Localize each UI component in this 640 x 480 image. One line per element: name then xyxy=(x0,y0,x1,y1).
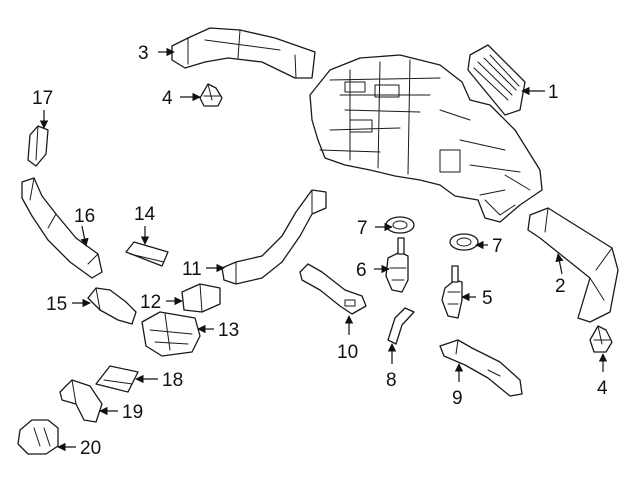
callout-13: 13 xyxy=(218,320,239,341)
callout-2: 2 xyxy=(555,276,566,297)
hvac-housing xyxy=(309,54,543,223)
part-7-clamp-upper xyxy=(385,216,415,234)
part-6-actuator xyxy=(385,237,409,293)
part-12-duct xyxy=(181,283,221,313)
part-17-duct xyxy=(27,125,49,167)
callout-9: 9 xyxy=(452,388,463,409)
callout-12: 12 xyxy=(140,292,161,313)
callout-7: 7 xyxy=(492,236,503,257)
part-10-duct xyxy=(299,263,367,315)
callout-14: 14 xyxy=(134,204,156,225)
part-4-clip-right xyxy=(589,325,613,353)
part-20-cap xyxy=(17,419,59,455)
part-15-duct xyxy=(87,287,137,325)
callout-8: 8 xyxy=(386,370,397,391)
callout-11: 11 xyxy=(182,259,202,280)
callout-18: 18 xyxy=(162,370,183,391)
part-14-pad xyxy=(125,241,169,267)
part-18-pad xyxy=(95,365,139,393)
callout-20: 20 xyxy=(80,438,101,459)
part-3-duct xyxy=(171,27,316,79)
callout-15: 15 xyxy=(46,294,67,315)
callout-10: 10 xyxy=(337,342,358,363)
part-7-clamp-lower xyxy=(449,233,479,251)
callout-1: 1 xyxy=(548,82,559,103)
callout-16: 16 xyxy=(74,206,95,227)
part-8-bracket xyxy=(387,307,415,345)
part-4-clip-left xyxy=(199,83,223,107)
callout-4: 4 xyxy=(162,88,173,109)
callout-4: 4 xyxy=(597,378,608,399)
callout-3: 3 xyxy=(138,43,149,64)
part-11-duct xyxy=(221,189,327,285)
part-19-bracket xyxy=(59,379,103,423)
callout-6: 6 xyxy=(356,260,367,281)
part-5-actuator xyxy=(441,265,463,319)
callout-17: 17 xyxy=(32,88,53,109)
part-9-duct xyxy=(439,339,523,397)
part-1-vent-grille xyxy=(467,44,526,116)
part-2-duct xyxy=(527,207,619,323)
part-13-distribution-box xyxy=(141,311,201,357)
callout-19: 19 xyxy=(122,402,143,423)
callout-5: 5 xyxy=(482,288,493,309)
callout-7: 7 xyxy=(357,218,368,239)
part-16-duct xyxy=(21,177,103,279)
